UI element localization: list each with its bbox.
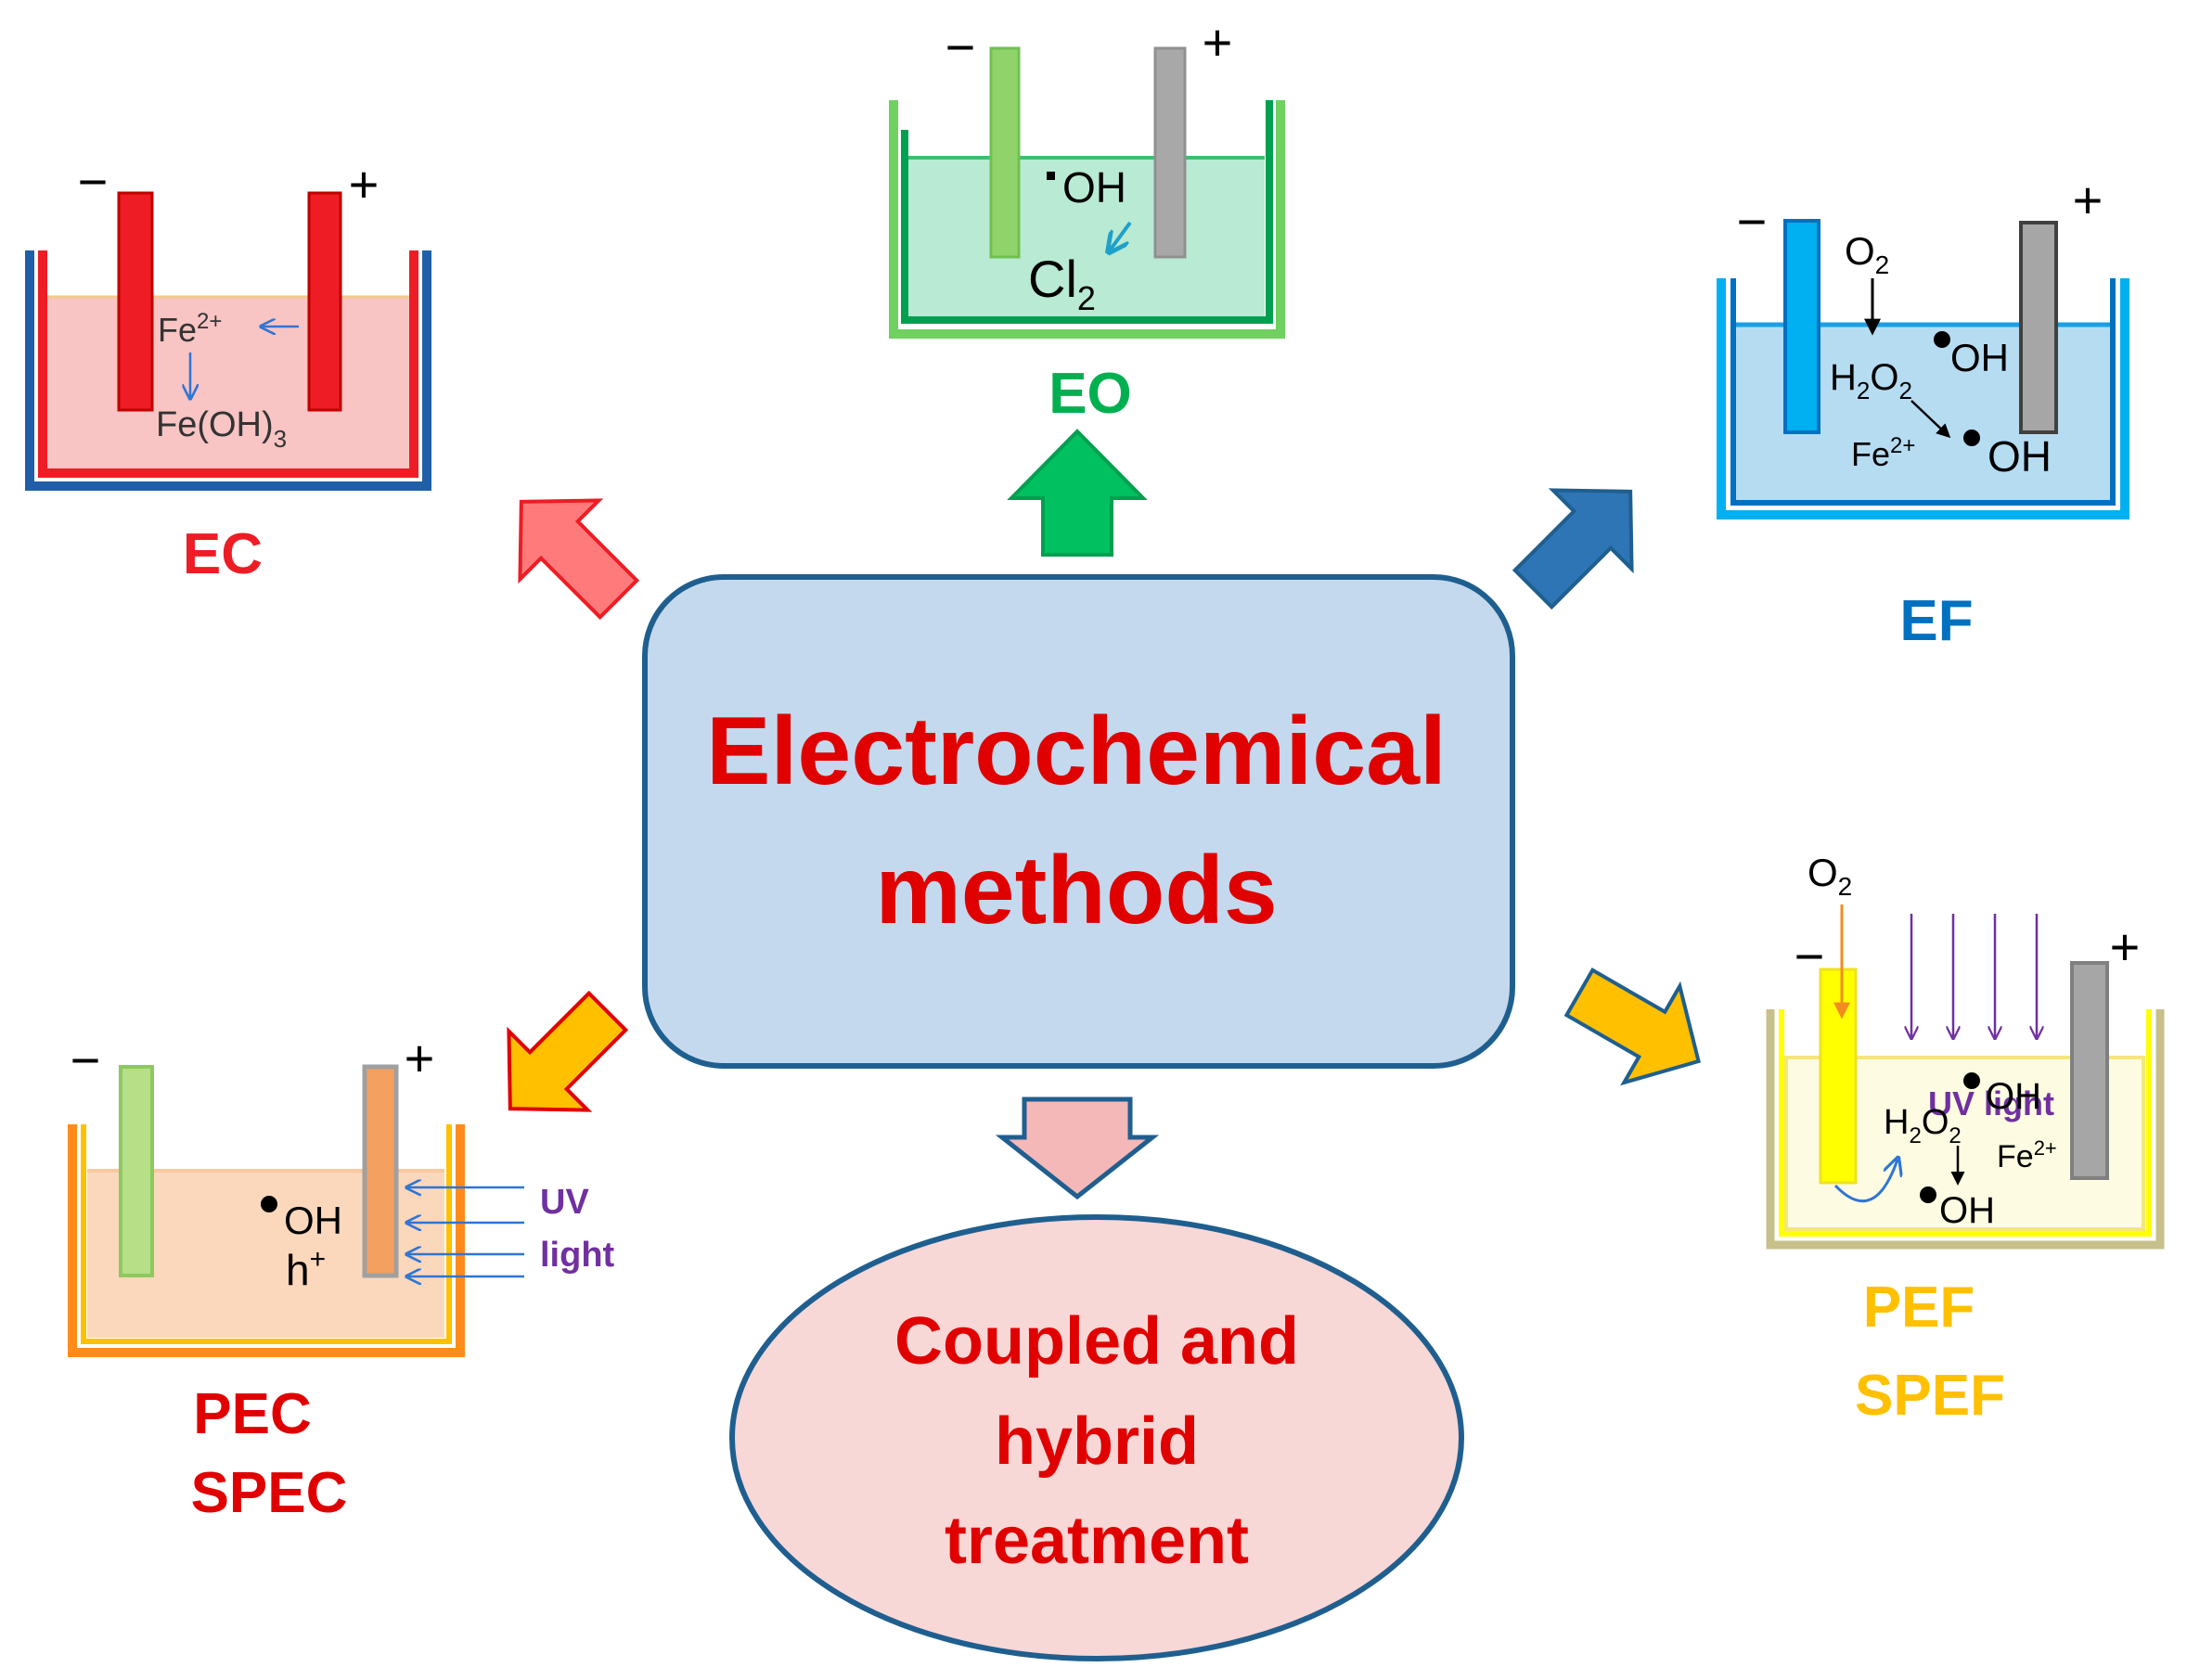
pec-plus: +: [405, 1029, 435, 1087]
arrow-to-eo-shape: [1007, 429, 1148, 557]
ef-label: EF: [1899, 589, 1973, 653]
pef-cell: − + O2 UV light OH H2O2 Fe2+ OH PEF SPEF: [1766, 851, 2165, 1428]
pec-uv-line2: light: [540, 1236, 615, 1275]
ef-minus: −: [1737, 192, 1768, 250]
ec-fe-ion: Fe2+: [158, 309, 222, 349]
eo-arrow: [1110, 221, 1132, 250]
ef-cell: − + O2 OH H2O2 Fe2+ OH EF: [1717, 171, 2129, 653]
hybrid-line2: hybrid: [995, 1404, 1199, 1479]
ec-feoh: Fe(OH)3: [156, 405, 287, 453]
ec-cathode: [117, 191, 154, 412]
pec-label-1: PEC: [193, 1382, 311, 1446]
pef-label-1: PEF: [1863, 1276, 1975, 1340]
ec-cell: − + Fe2+ Fe(OH)3 EC: [25, 152, 431, 586]
eo-radical-dot: [1047, 172, 1055, 180]
ef-o2: O2: [1845, 229, 1889, 279]
eo-minus: −: [946, 18, 976, 76]
ec-label: EC: [183, 522, 263, 586]
eo-cell: − + OH Cl2 EO: [889, 13, 1285, 426]
ef-fe-ion: Fe2+: [1851, 433, 1915, 473]
pef-oh-2: OH: [1939, 1190, 1995, 1231]
pec-cathode: [119, 1065, 154, 1277]
pef-plus: +: [2110, 917, 2141, 976]
arrow-to-pef: [1563, 968, 1701, 1086]
center-box: Electrochemical methods: [642, 574, 1515, 1069]
pec-minus: −: [71, 1031, 101, 1089]
ef-anode: [2019, 221, 2058, 434]
ef-cathode: [1783, 219, 1820, 434]
pec-anode: [362, 1064, 399, 1278]
pef-oh-1: OH: [1986, 1076, 2041, 1117]
pef-label-2: SPEF: [1855, 1364, 2005, 1428]
ef-plus: +: [2073, 171, 2103, 229]
ec-minus: −: [78, 152, 109, 211]
pec-cell: − + OH h+ UV light PEC SPEC: [68, 1029, 615, 1525]
arrow-to-ec: [518, 498, 640, 621]
pec-hole: h+: [286, 1244, 326, 1294]
eo-plus: +: [1203, 13, 1233, 71]
ec-anode: [307, 191, 342, 412]
hybrid-line3: treatment: [945, 1504, 1249, 1578]
pef-radical-dot-2: [1920, 1186, 1936, 1203]
pef-fe-ion: Fe2+: [1997, 1136, 2057, 1174]
ec-plus: +: [349, 155, 380, 213]
pec-uv-line1: UV: [540, 1183, 589, 1222]
eo-anode: [1153, 46, 1187, 259]
pef-radical-dot-1: [1963, 1072, 1980, 1089]
center-title-line2: methods: [875, 837, 1277, 944]
pef-o2: O2: [1807, 851, 1852, 901]
eo-oh: OH: [1062, 163, 1126, 212]
arrow-to-pec: [507, 990, 629, 1112]
eo-label: EO: [1048, 362, 1132, 426]
ef-h2o2: H2O2: [1830, 357, 1912, 404]
hybrid-ellipse: Coupled and hybrid treatment: [729, 1214, 1464, 1661]
eo-cl2: Cl2: [1028, 250, 1096, 317]
pec-label-2: SPEC: [191, 1461, 348, 1525]
pef-minus: −: [1795, 927, 1825, 985]
pec-oh: OH: [284, 1199, 342, 1242]
arrow-to-ef: [1512, 488, 1634, 610]
center-title-line1: Electrochemical: [706, 698, 1447, 805]
ef-radical-dot-2: [1963, 430, 1980, 446]
ef-h2o2-arrow: [1910, 400, 1951, 439]
eo-cathode: [989, 46, 1021, 259]
ef-radical-dot-1: [1934, 331, 1950, 348]
pef-cathode: [1819, 968, 1858, 1185]
pef-h2o2: H2O2: [1884, 1103, 1962, 1148]
hybrid-line1: Coupled and: [894, 1304, 1299, 1379]
pef-anode: [2070, 961, 2109, 1180]
pef-uv-label: UV light: [1928, 1084, 2054, 1122]
pef-curved-arrow: [1833, 1160, 1898, 1203]
arrow-to-hybrid: [995, 1096, 1160, 1200]
ef-oh-2: OH: [1988, 432, 2052, 481]
ef-oh-1: OH: [1950, 336, 2009, 379]
pec-radical-dot: [261, 1196, 277, 1212]
